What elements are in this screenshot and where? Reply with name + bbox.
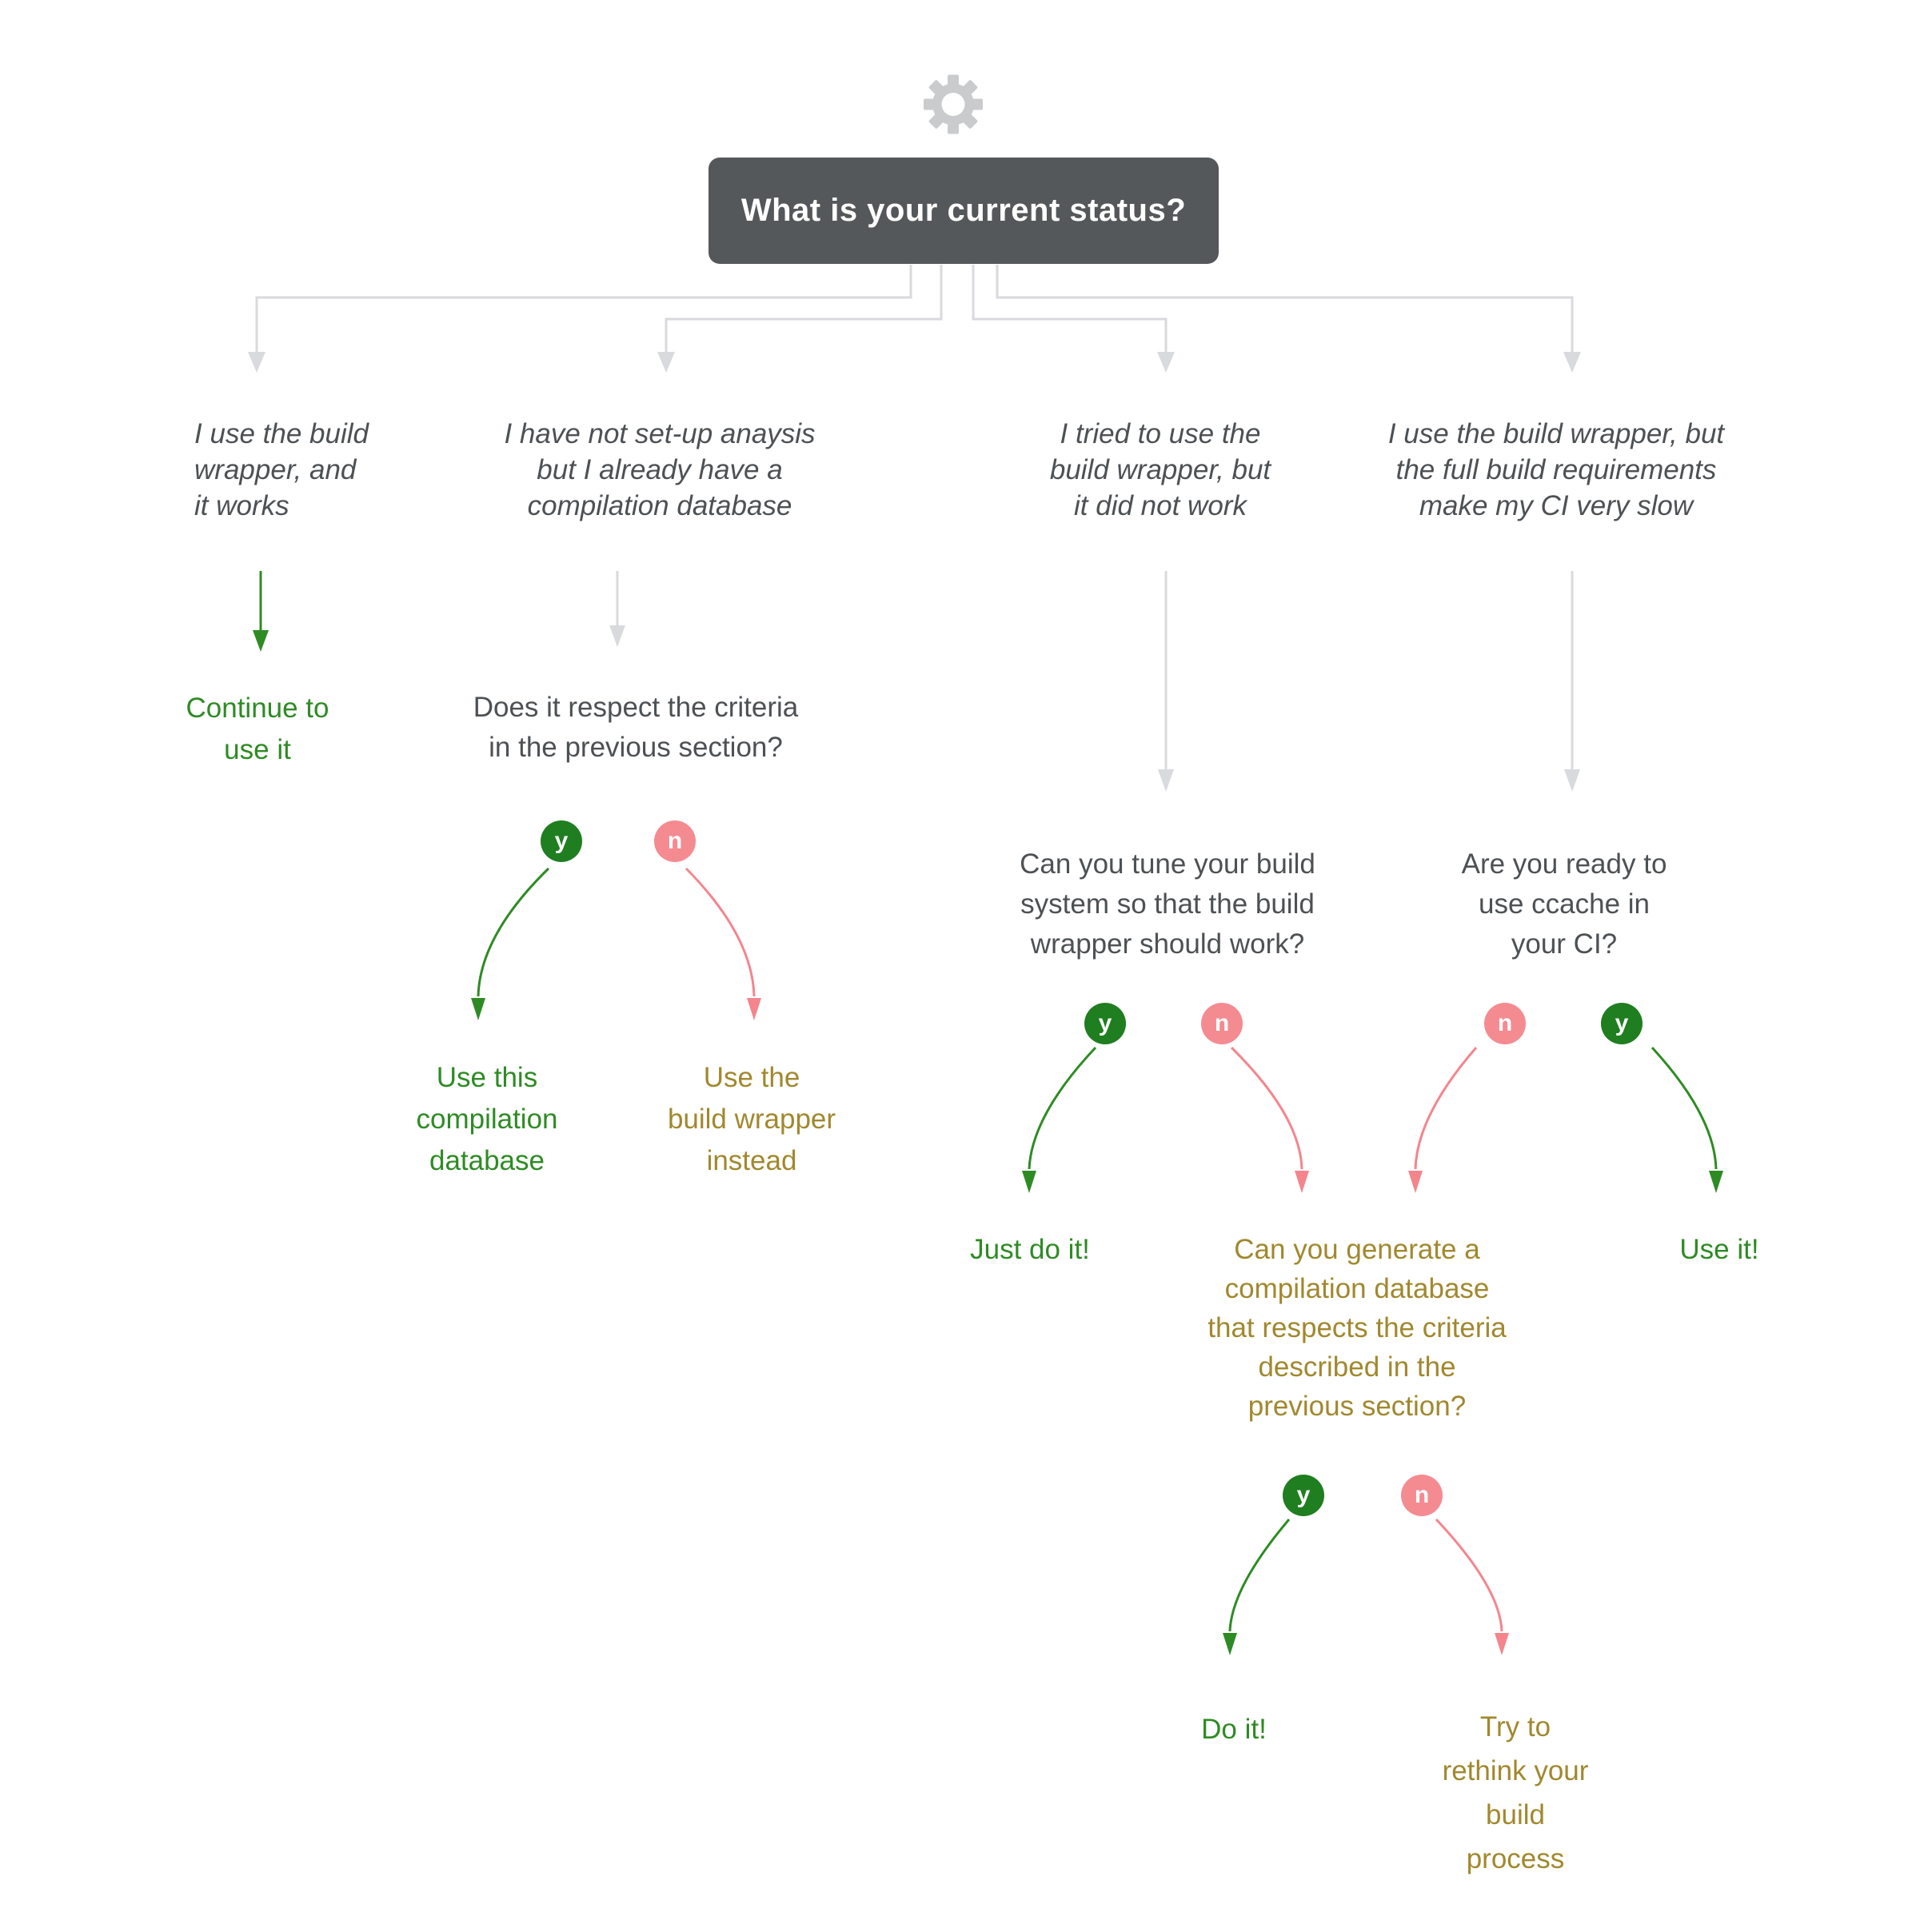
no-label: n bbox=[1214, 1010, 1230, 1036]
connector-branch-1 bbox=[255, 265, 912, 352]
branch34-yn-arrows bbox=[1022, 1046, 1723, 1193]
branch4-status: I use the build wrapper, but the full bu… bbox=[1387, 418, 1725, 521]
branch2-yn-arrows bbox=[471, 867, 761, 1020]
branch3-yes-outcome: Just do it! bbox=[970, 1234, 1090, 1265]
arrowhead-branch-4 bbox=[1563, 352, 1581, 373]
arrowhead-branch-1 bbox=[248, 352, 265, 373]
fanout-connectors bbox=[248, 265, 1581, 373]
branch1-status: I use the build wrapper, and it works bbox=[194, 418, 369, 521]
merged-no-badge: n bbox=[1401, 1475, 1443, 1516]
gear-icon bbox=[922, 74, 984, 140]
connector-branch-2 bbox=[665, 265, 943, 352]
root-question-label: What is your current status? bbox=[740, 193, 1187, 228]
arrowhead-branch1-continue bbox=[253, 630, 269, 652]
merged-yes-outcome: Do it! bbox=[1201, 1714, 1267, 1745]
branch2-yes-badge: y bbox=[541, 820, 582, 862]
merged-yn-arrows bbox=[1223, 1518, 1509, 1655]
branch3-yes-badge: y bbox=[1084, 1003, 1126, 1044]
merged-no-outcome: Try to rethink your build process bbox=[1442, 1711, 1589, 1874]
arrowhead-branch3-no bbox=[1295, 1171, 1309, 1193]
arrowhead-branch2-no bbox=[747, 998, 761, 1020]
arrowhead-branch4-yes bbox=[1709, 1171, 1723, 1193]
arrowhead-branch4-no bbox=[1408, 1171, 1423, 1193]
no-label: n bbox=[667, 828, 683, 854]
arrow-branch2-yes bbox=[477, 867, 550, 997]
arrowhead-merged-no bbox=[1495, 1633, 1509, 1655]
arrow-branch3-yes bbox=[1028, 1046, 1097, 1170]
arrow-merged-yes bbox=[1228, 1519, 1291, 1632]
yes-label: y bbox=[554, 828, 569, 854]
root-question-box: What is your current status? bbox=[709, 158, 1219, 264]
arrowhead-branch2-yes bbox=[471, 998, 485, 1020]
merged-yes-badge: y bbox=[1283, 1475, 1324, 1516]
connector-branch-3 bbox=[972, 265, 1168, 352]
yes-label: y bbox=[1615, 1010, 1629, 1036]
arrowhead-branch-2 bbox=[657, 352, 675, 373]
connector-branch-4 bbox=[996, 265, 1574, 352]
status-down-arrows bbox=[253, 571, 1580, 792]
merged-question: Can you generate a compilation database … bbox=[1207, 1234, 1507, 1422]
arrow-merged-no bbox=[1435, 1518, 1503, 1632]
branch2-yes-outcome: Use this compilation database bbox=[416, 1062, 558, 1176]
branch2-question: Does it respect the criteria in the prev… bbox=[473, 692, 799, 763]
no-label: n bbox=[1414, 1482, 1430, 1508]
arrowhead-branch3-yes bbox=[1022, 1171, 1036, 1193]
arrowhead-merged-yes bbox=[1223, 1633, 1237, 1655]
gear-icon-svg bbox=[924, 74, 983, 134]
branch4-question: Are you ready to use ccache in your CI? bbox=[1461, 848, 1667, 960]
branch2-no-badge: n bbox=[654, 820, 696, 862]
arrowhead-branch-3 bbox=[1157, 352, 1175, 373]
branch4-no-badge: n bbox=[1484, 1003, 1526, 1044]
no-label: n bbox=[1497, 1010, 1513, 1036]
branch3-no-badge: n bbox=[1201, 1003, 1243, 1044]
branch1-outcome: Continue to use it bbox=[186, 693, 329, 765]
arrowhead-branch2-question bbox=[609, 625, 625, 647]
arrow-branch4-no bbox=[1414, 1047, 1478, 1170]
branch4-yes-badge: y bbox=[1601, 1003, 1643, 1044]
branch2-status: I have not set-up anaysis but I already … bbox=[504, 418, 816, 521]
branch3-status: I tried to use the build wrapper, but it… bbox=[1049, 418, 1271, 521]
arrow-branch4-yes bbox=[1651, 1046, 1718, 1170]
yes-label: y bbox=[1296, 1482, 1311, 1508]
arrow-branch3-no bbox=[1230, 1046, 1303, 1170]
arrowhead-branch4-question bbox=[1564, 769, 1580, 792]
branch4-yes-outcome: Use it! bbox=[1679, 1234, 1759, 1265]
yes-label: y bbox=[1098, 1010, 1112, 1036]
arrow-branch2-no bbox=[685, 867, 756, 997]
branch2-no-outcome: Use the build wrapper instead bbox=[667, 1062, 836, 1176]
arrowhead-branch3-question bbox=[1158, 769, 1174, 792]
branch3-question: Can you tune your build system so that t… bbox=[1020, 848, 1315, 960]
